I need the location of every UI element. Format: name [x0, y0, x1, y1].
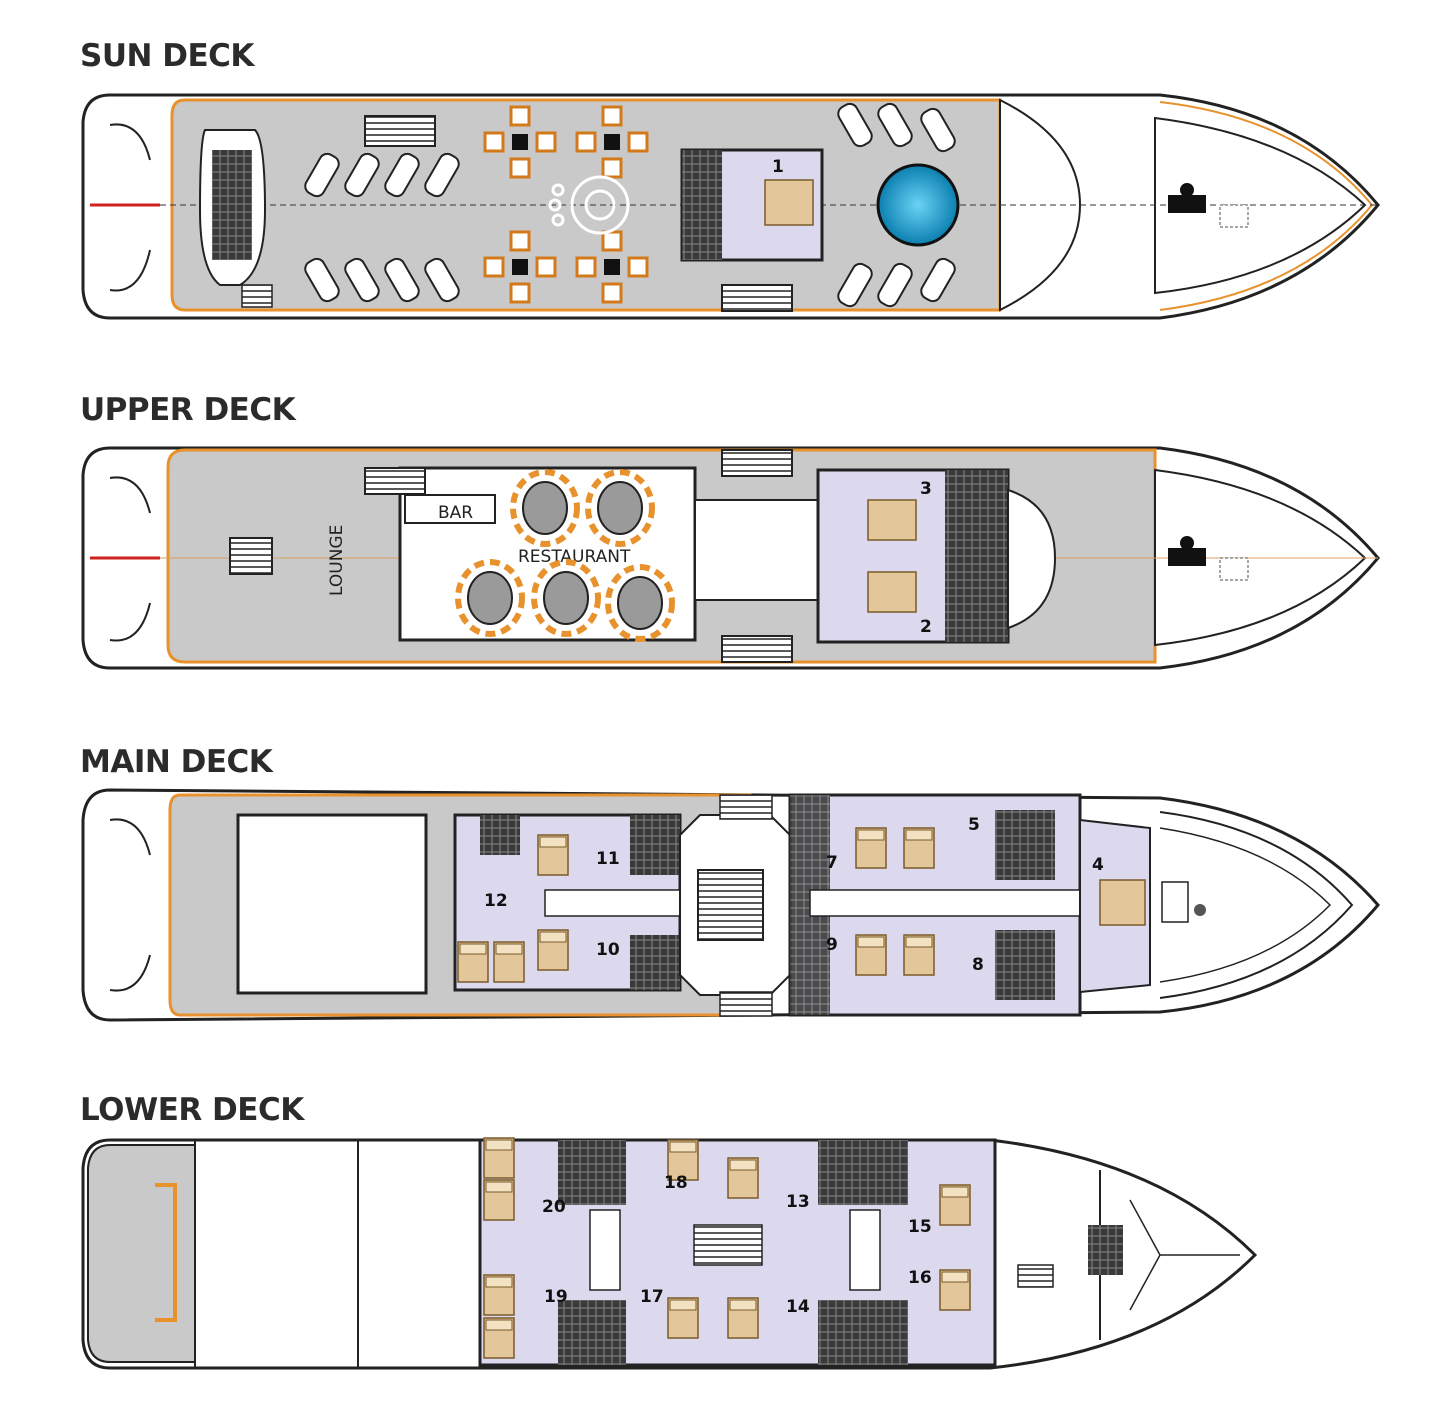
bar-counter [404, 494, 496, 524]
cabin-2-number: 2 [920, 617, 932, 637]
sun-tables [483, 105, 649, 304]
upper-deck-title: UPPER DECK [80, 392, 296, 428]
cabin-18-number: 18 [664, 1173, 688, 1193]
cabin-12-number: 12 [484, 891, 508, 911]
cabin-7-number: 7 [826, 853, 838, 873]
main-deck-plan: 11 12 10 7 9 5 8 4 [81, 788, 1380, 1022]
cabin-10-number: 10 [596, 940, 620, 960]
bar-label: BAR [438, 503, 473, 523]
cabin-9-number: 9 [826, 935, 838, 955]
cabin-19-number: 19 [544, 1287, 568, 1307]
sun-deck-stairs-aft [364, 115, 436, 147]
cabin-5-number: 5 [968, 815, 980, 835]
sun-cabin-1: 1 [680, 148, 824, 262]
lower-deck-title: LOWER DECK [80, 1092, 304, 1128]
cabin-4-number: 4 [1092, 855, 1104, 875]
sun-deck-stairs-mid [721, 284, 793, 312]
lounge-label: LOUNGE [327, 525, 347, 596]
upper-deck-stairs-bar [364, 467, 426, 495]
upper-deck-plan: LOUNGE BAR RESTAURANT [81, 446, 1380, 670]
sun-deck-title: SUN DECK [80, 38, 254, 74]
lower-deck-stairs [693, 1224, 763, 1266]
main-deck-central-stairs [697, 869, 764, 941]
cabin-14-number: 14 [786, 1297, 810, 1317]
bridge [1007, 488, 1057, 630]
sun-bar [548, 175, 630, 235]
lower-deck-plan: 20 18 13 15 16 19 17 14 [81, 1137, 1258, 1370]
cabin-1-number: 1 [772, 157, 784, 177]
restaurant-label: RESTAURANT [518, 547, 631, 567]
main-deck-hatch [236, 813, 428, 995]
upper-deck-stairs-aft [229, 537, 273, 575]
cabin-11-number: 11 [596, 849, 620, 869]
main-deck-title: MAIN DECK [80, 744, 273, 780]
cabin-17-number: 17 [640, 1287, 664, 1307]
upper-cabins: 3 2 [816, 468, 1010, 644]
restaurant-tables [467, 481, 663, 630]
sun-deck-plan: 1 [81, 93, 1380, 320]
cabin-8-number: 8 [972, 955, 984, 975]
cabin-16-number: 16 [908, 1268, 932, 1288]
upper-deck-stairs-top [721, 449, 793, 477]
cabin-15-number: 15 [908, 1217, 932, 1237]
cabin-13-number: 13 [786, 1192, 810, 1212]
pool-jacuzzi [876, 163, 960, 247]
cabin-20-number: 20 [542, 1197, 566, 1217]
upper-deck-stairs-bottom [721, 635, 793, 663]
cabin-3-number: 3 [920, 479, 932, 499]
